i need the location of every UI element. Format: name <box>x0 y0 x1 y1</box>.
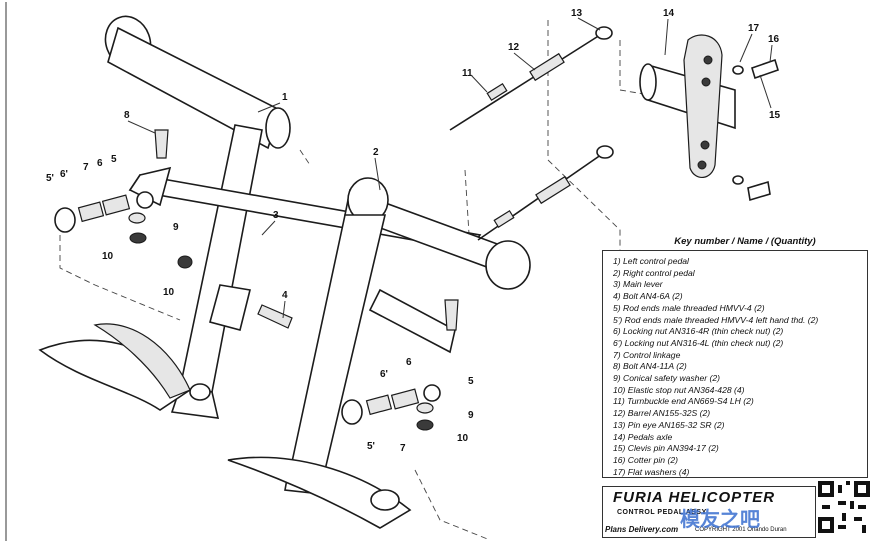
key-item: 17) Flat washers (4) <box>613 466 690 477</box>
callout-12: 12 <box>508 42 520 53</box>
brand-name: FURIA HELICOPTER <box>613 489 776 506</box>
copyright-text: COPYRIGHT 2001 Orlando Duran <box>695 527 787 533</box>
key-item: 10) Elastic stop nut AN364-428 (4) <box>613 384 745 395</box>
callout-10-c: 10 <box>457 433 469 444</box>
key-item: 6') Locking nut AN316-4L (thin check nut… <box>613 337 784 348</box>
callout-5prime-left: 5' <box>46 173 54 184</box>
right-linkage <box>341 299 459 431</box>
callout-1: 1 <box>282 92 288 103</box>
key-item: 4) Bolt AN4-6A (2) <box>613 291 683 302</box>
key-item: 8) Bolt AN4-11A (2) <box>613 361 687 372</box>
pedals-axle <box>639 34 779 202</box>
key-item: 14) Pedals axle <box>613 431 673 442</box>
key-item: 12) Barrel AN155-32S (2) <box>613 408 711 419</box>
plans-delivery-link[interactable]: Plans Delivery.com <box>605 525 679 534</box>
left-linkage <box>54 129 293 329</box>
callout-3: 3 <box>273 210 279 221</box>
callout-8: 8 <box>124 110 130 121</box>
key-item: 2) Right control pedal <box>613 267 695 278</box>
key-title: Key number / Name / (Quantity) <box>674 236 816 247</box>
callout-7-right: 7 <box>400 443 406 454</box>
callout-2: 2 <box>373 147 379 158</box>
key-item: 3) Main lever <box>613 279 663 290</box>
callout-6-right: 6 <box>406 357 412 368</box>
callout-14: 14 <box>663 8 675 19</box>
qr-code-icon <box>818 481 870 533</box>
callout-13: 13 <box>571 8 583 19</box>
callout-10-a: 10 <box>102 251 114 262</box>
key-item: 13) Pin eye AN165-32 SR (2) <box>613 419 725 430</box>
left-control-pedal <box>38 15 291 419</box>
key-item: 15) Clevis pin AN394-17 (2) <box>613 443 719 454</box>
key-item: 6) Locking nut AN316-4R (thin check nut)… <box>613 326 784 337</box>
key-item: 1) Left control pedal <box>613 256 689 266</box>
callout-5-left: 5 <box>111 154 117 165</box>
callout-17: 17 <box>748 23 760 34</box>
drawing-subtitle: CONTROL PEDAL ASSY <box>617 509 707 516</box>
callout-6-left: 6 <box>97 158 103 169</box>
upper-cable-assembly <box>449 26 613 131</box>
key-item: 16) Cotter pin (2) <box>613 454 678 465</box>
leader-lines <box>127 17 773 319</box>
callout-15: 15 <box>769 110 781 121</box>
key-item: 9) Conical safety washer (2) <box>613 373 720 384</box>
callout-9-right: 9 <box>468 410 474 421</box>
callout-6prime-right: 6' <box>380 369 388 380</box>
callout-9-left: 9 <box>173 222 179 233</box>
key-item: 5) Rod ends male threaded HMVV-4 (2) <box>613 302 765 313</box>
site-watermark: 模友之吧 <box>680 507 760 531</box>
key-item: 7) Control linkage <box>613 349 681 360</box>
callout-5prime-right: 5' <box>367 441 375 452</box>
callout-16: 16 <box>768 34 780 45</box>
callout-7-left: 7 <box>83 162 89 173</box>
key-item: 11) Turnbuckle end AN669-S4 LH (2) <box>613 396 754 407</box>
callout-4: 4 <box>282 290 288 301</box>
parts-key-box: 1) Left control pedal 2) Right control p… <box>602 250 868 478</box>
callout-11: 11 <box>462 68 473 79</box>
right-control-pedal <box>189 177 531 529</box>
callout-labels: 1 2 3 4 5 5 5' 5' 6 6 6' 6' 7 7 8 9 9 10… <box>46 8 781 454</box>
title-block: FURIA HELICOPTER CONTROL PEDAL ASSY Plan… <box>602 486 816 538</box>
callout-6prime-left: 6' <box>60 169 68 180</box>
callout-10-b: 10 <box>163 287 175 298</box>
lower-cable-assembly <box>477 145 614 241</box>
callout-5-right: 5 <box>468 376 474 387</box>
key-item: 5') Rod ends male threaded HMVV-4 left h… <box>613 314 819 325</box>
